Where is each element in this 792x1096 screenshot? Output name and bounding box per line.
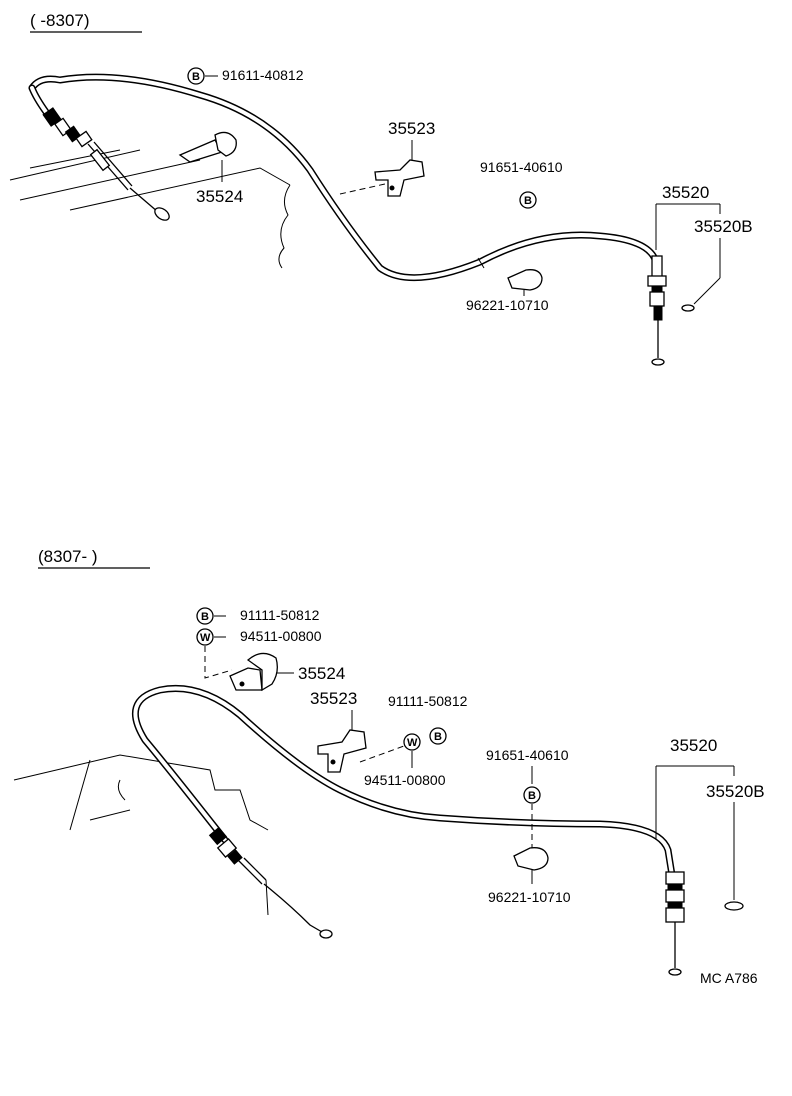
bottom-engine-outline <box>13 754 269 916</box>
top-bolt-callout: B 91611-40812 <box>187 67 304 85</box>
top-bolt-b-icon <box>187 67 205 85</box>
top-screw-callout: 91651-40610 B <box>480 159 563 209</box>
bottom-bolt2-part-number: 91111-50812 <box>388 693 468 709</box>
bottom-clip-part-number: 35524 <box>298 664 345 683</box>
svg-text:W: W <box>407 737 418 749</box>
svg-text:B: B <box>434 731 442 743</box>
top-clamp-96221: 96221-10710 <box>466 269 549 313</box>
top-screw-part-number: 91651-40610 <box>480 159 563 175</box>
top-bracket-35523: 35523 <box>339 119 435 197</box>
bottom-washer2-w-icon <box>403 733 421 751</box>
top-header-label: ( -8307) <box>30 11 90 30</box>
bottom-screw-part-number: 91651-40610 <box>486 747 569 763</box>
top-cable-sub-part-number: 35520B <box>694 217 753 236</box>
bottom-header-label: (8307- ) <box>38 547 98 566</box>
top-diagram: ( -8307) <box>9 11 753 366</box>
bottom-washer-part-number: 94511-00800 <box>240 628 322 644</box>
top-clip-part-number: 35524 <box>196 187 243 206</box>
bottom-bolt-part-number: 91111-50812 <box>240 607 320 623</box>
top-cable-clip-ring <box>681 304 695 312</box>
bottom-cable-clip-ring <box>724 901 744 911</box>
bottom-cable-sub-part-number: 35520B <box>706 782 765 801</box>
bottom-bracket-35523: 35523 <box>310 689 405 773</box>
bottom-bracket-part-number: 35523 <box>310 689 357 708</box>
bottom-diagram: (8307- ) <box>13 547 765 986</box>
svg-text:B: B <box>201 611 209 623</box>
top-screw-b-icon <box>519 191 537 209</box>
top-clip-35524: 35524 <box>178 131 243 206</box>
bottom-bolt-b-icon <box>196 607 214 625</box>
bottom-cable <box>132 684 685 976</box>
svg-text:W: W <box>200 632 211 644</box>
bottom-clamp-part-number: 96221-10710 <box>488 889 571 905</box>
bottom-screw-b-icon <box>523 786 541 804</box>
bottom-clip-35524: 35524 <box>229 652 345 692</box>
bottom-washer-w-icon <box>196 628 214 646</box>
bottom-clamp-96221: 96221-10710 <box>488 847 571 905</box>
svg-text:B: B <box>524 195 532 207</box>
bottom-cable-callout: 35520 35520B <box>655 736 765 911</box>
bottom-screw-callout: 91651-40610 B <box>486 747 569 848</box>
top-bracket-part-number: 35523 <box>388 119 435 138</box>
bottom-bolt-callout: B 91111-50812 W 94511-00800 <box>196 607 322 679</box>
bottom-washer2-part-number: 94511-00800 <box>364 772 446 788</box>
svg-text:B: B <box>192 71 200 83</box>
top-cable-part-number: 35520 <box>662 183 709 202</box>
bottom-bolt2-b-icon <box>429 727 447 745</box>
top-cable <box>28 73 667 366</box>
figure-code: MC A786 <box>700 970 758 986</box>
bottom-bolt2-callout: 91111-50812 B W 94511-00800 <box>364 693 468 788</box>
top-clamp-part-number: 96221-10710 <box>466 297 549 313</box>
bottom-cable-part-number: 35520 <box>670 736 717 755</box>
svg-text:B: B <box>528 790 536 802</box>
top-cable-callout: 35520 35520B <box>655 183 753 312</box>
top-engine-outline <box>9 149 291 269</box>
top-bolt-part-number: 91611-40812 <box>222 67 304 83</box>
